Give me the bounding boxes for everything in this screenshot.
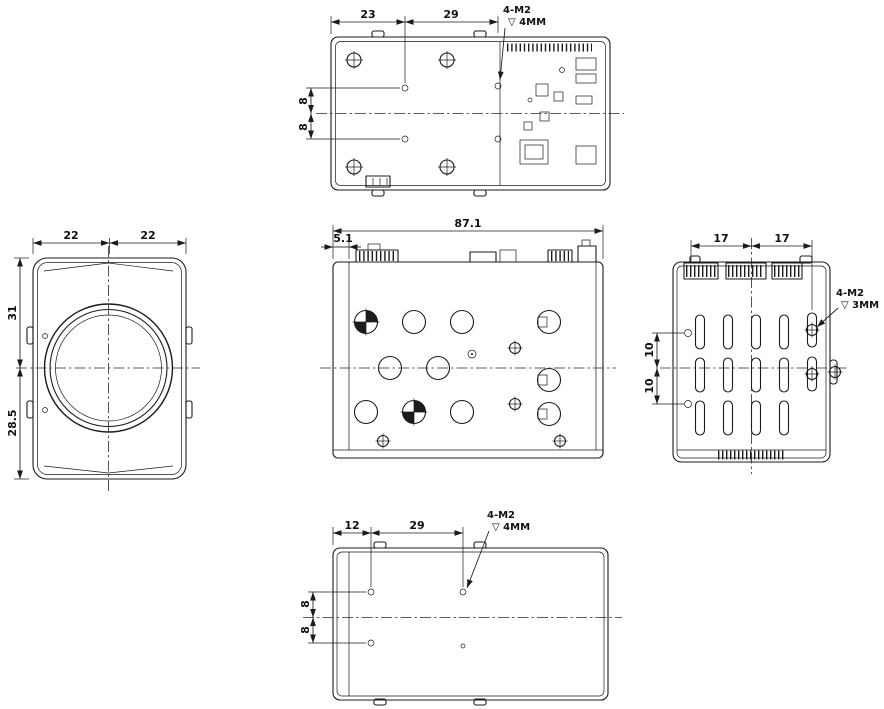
dim-label: 17 [774,232,789,245]
screw-icon [344,50,364,70]
screw-icon [437,157,457,177]
screw-icon [803,321,821,339]
rear-view: 17 17 10 10 4-M2 ▽ 3MM [643,232,879,474]
note-label: ▽ 3MM [841,300,879,311]
dim-label: 87.1 [454,217,481,230]
screw-icon [437,50,457,70]
vent-slots-rear [684,312,844,436]
front-horizontal-dimensions: 22 22 [32,229,187,254]
dim-label: 29 [443,8,458,21]
side-width-dimension: 87.1 [332,217,604,259]
note-label: 4-M2 [503,5,531,16]
top-view-body [330,30,611,197]
top-horizontal-dimensions: 23 29 [330,8,499,83]
dim-label: 31 [6,305,19,320]
mounting-holes-top [401,82,502,143]
front-vertical-dimensions: 31 28.5 [6,257,29,480]
rear-connectors [683,262,803,280]
dim-label: 29 [409,519,424,532]
thread-note-top: 4-M2 ▽ 4MM [497,5,546,81]
side-view: 87.1 5.1 [320,217,616,459]
dim-label: 10 [643,378,656,394]
bottom-view: 12 29 8 8 4-M2 ▽ 4MM [299,510,622,706]
note-label: ▽ 4MM [508,17,546,28]
screw-icon [506,395,524,413]
keyed-hole-icon [536,309,562,335]
dim-label: 17 [713,232,728,245]
dim-label: 22 [140,229,155,242]
screw-icon [506,339,524,357]
screw-icon [374,432,392,450]
hole-pattern-side [351,307,569,450]
dim-label: 5.1 [333,232,353,245]
dim-label: 28.5 [6,409,19,436]
dim-label: 12 [344,519,359,532]
mounting-holes-bottom [367,588,467,649]
screw-icon [344,157,364,177]
dim-label: 10 [643,342,656,358]
dim-label: 8 [299,600,312,608]
keyed-hole-icon [536,401,562,427]
bottom-vertical-dimensions: 8 8 [299,591,366,644]
dim-label: 8 [297,123,310,131]
thread-note-bottom: 4-M2 ▽ 4MM [466,510,530,589]
side-view-body [332,261,604,459]
thread-note-rear: 4-M2 ▽ 3MM [816,288,879,328]
top-view: 23 29 8 8 4-M2 ▽ 4MM [297,5,624,197]
front-view: 22 22 31 28.5 [6,229,200,492]
note-label: 4-M2 [487,510,515,521]
bottom-view-body [332,541,609,706]
note-label: ▽ 4MM [492,522,530,533]
alignment-hole-icon [351,307,381,337]
bottom-horizontal-dimensions: 12 29 [332,519,464,587]
rear-vertical-dimensions: 10 10 [643,332,684,405]
dim-label: 23 [360,8,375,21]
dim-label: 22 [63,229,78,242]
dim-label: 8 [297,97,310,105]
alignment-hole-icon [399,397,429,427]
rear-horizontal-dimensions: 17 17 [690,232,813,310]
keyed-hole-icon [536,367,562,393]
top-edge-connectors [355,239,597,263]
note-label: 4-M2 [836,288,864,299]
top-vertical-dimensions: 8 8 [297,87,400,140]
dim-label: 8 [299,626,312,634]
front-view-body [26,257,193,480]
screw-icon [551,432,569,450]
pcb-components-top [365,42,597,188]
screw-icon [803,365,821,383]
side-lip-dimension: 5.1 [321,232,361,259]
